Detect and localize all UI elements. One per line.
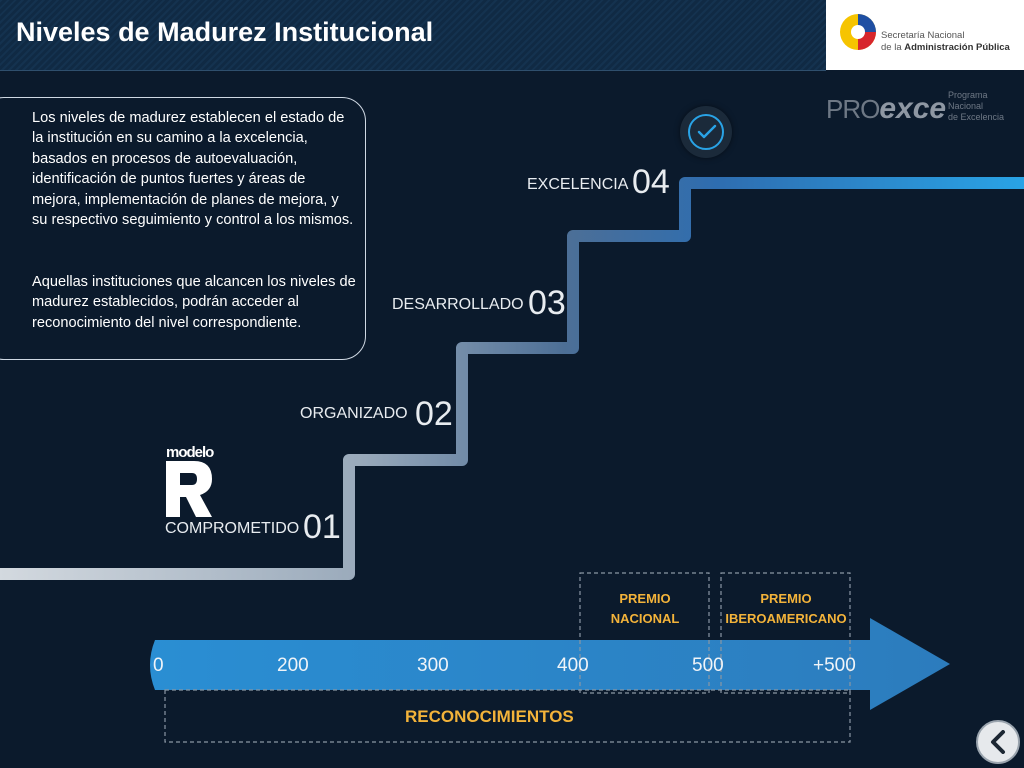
premio-nacional-line2: NACIONAL	[610, 611, 680, 626]
proexce-subtitle: Programa Nacional de Excelencia	[948, 90, 1004, 123]
scale-tick-500: 500	[692, 655, 724, 676]
level-1-name: COMPROMETIDO	[165, 520, 300, 537]
level-4-number: 04	[632, 163, 670, 201]
modelo-r-icon	[166, 461, 212, 517]
premio-iberoamericano-frame	[720, 572, 851, 694]
proexce-sub-3: de Excelencia	[948, 112, 1005, 122]
scale-tick-400: 400	[557, 655, 589, 676]
secretaria-emblem-icon	[840, 14, 876, 50]
proexce-exce: exce	[879, 92, 947, 125]
scale-tick-300: 300	[417, 655, 449, 676]
check-badge	[680, 106, 732, 158]
description-paragraph-1: Los niveles de madurez establecen el est…	[32, 110, 354, 229]
logo-line2-prefix: de la	[881, 42, 905, 53]
proexce-sub-1: Programa	[948, 90, 988, 100]
secretaria-logo-text: Secretaría Nacional de la Administración…	[881, 30, 1010, 54]
premio-nacional-line1: PREMIO	[619, 591, 671, 606]
secretaria-logo: Secretaría Nacional de la Administración…	[826, 0, 1024, 70]
premio-iberoamericano-line1: PREMIO	[760, 591, 812, 606]
scale-tick-0: 0	[153, 655, 164, 676]
reconocimientos-label: RECONOCIMIENTOS	[405, 707, 574, 726]
premio-iberoamericano: PREMIO IBEROAMERICANO	[724, 589, 848, 629]
header-bar: Niveles de Madurez Institucional	[0, 0, 826, 71]
page-title: Niveles de Madurez Institucional	[16, 17, 434, 47]
description-box	[0, 97, 366, 360]
level-2-number: 02	[415, 395, 453, 433]
proexce-pro: PRO	[826, 94, 880, 124]
logo-line2: de la Administración Pública	[881, 42, 1010, 54]
level-1-number: 01	[303, 508, 341, 546]
level-4-name: EXCELENCIA	[527, 176, 629, 193]
level-2-name: ORGANIZADO	[300, 405, 408, 422]
description-paragraph-2: Aquellas instituciones que alcancen los …	[32, 274, 356, 331]
premio-nacional: PREMIO NACIONAL	[588, 589, 702, 629]
level-3-name: DESARROLLADO	[392, 296, 524, 313]
check-icon	[697, 124, 717, 139]
premio-nacional-frame	[579, 572, 710, 694]
reconocimientos-frame	[164, 689, 851, 743]
proexce-logo: PROexce	[826, 92, 946, 126]
premio-iberoamericano-line2: IBEROAMERICANO	[725, 611, 847, 626]
logo-line1: Secretaría Nacional	[881, 30, 965, 41]
chevron-left-icon	[991, 730, 1005, 754]
modelo-label: modelo	[166, 444, 214, 461]
recognition-arrow	[150, 618, 950, 710]
scale-tick-200: 200	[277, 655, 309, 676]
scale-tick-plus500: +500	[813, 655, 856, 676]
logo-line2-bold: Administración Pública	[904, 42, 1010, 53]
level-3-number: 03	[528, 284, 566, 322]
back-button[interactable]	[976, 720, 1020, 764]
proexce-sub-2: Nacional	[948, 101, 984, 111]
staircase-path	[0, 177, 1024, 580]
